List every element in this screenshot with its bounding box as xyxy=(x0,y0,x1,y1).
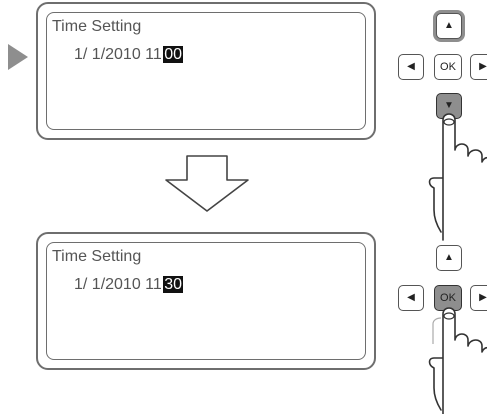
lcd-display-step-2: Time Setting 1/ 1/2010 11:30 xyxy=(36,232,376,370)
right-key[interactable]: ▶ xyxy=(470,285,487,311)
step-pointer-icon xyxy=(8,44,28,70)
lcd-inner-frame xyxy=(46,242,366,360)
up-key[interactable]: ▲ xyxy=(436,13,462,39)
triangle-left-icon: ◀ xyxy=(407,292,415,303)
left-key[interactable]: ◀ xyxy=(398,285,424,311)
lcd-title: Time Setting xyxy=(52,18,142,35)
lcd-inner-frame xyxy=(46,12,366,130)
lcd-datetime-value: 1/ 1/2010 11:30 xyxy=(74,276,184,294)
hand-pointer-icon xyxy=(428,113,487,241)
up-key[interactable]: ▲ xyxy=(436,245,462,271)
triangle-up-icon: ▲ xyxy=(444,252,454,263)
triangle-down-icon: ▼ xyxy=(444,100,454,111)
triangle-right-icon: ▶ xyxy=(479,61,487,72)
lcd-title: Time Setting xyxy=(52,248,142,265)
ok-key[interactable]: OK xyxy=(434,54,462,80)
right-key[interactable]: ▶ xyxy=(470,54,487,80)
ok-label: OK xyxy=(440,292,456,304)
datetime-text: 1/ 1/2010 11: xyxy=(74,276,167,293)
ok-label: OK xyxy=(440,61,456,73)
ok-key-pressed[interactable]: OK xyxy=(434,285,462,311)
triangle-left-icon: ◀ xyxy=(407,61,415,72)
triangle-up-icon: ▲ xyxy=(444,20,454,31)
lcd-display-step-1: Time Setting 1/ 1/2010 11:00 xyxy=(36,2,376,140)
triangle-right-icon: ▶ xyxy=(479,292,487,303)
left-key[interactable]: ◀ xyxy=(398,54,424,80)
arrow-down-outline-icon xyxy=(165,155,249,212)
lcd-datetime-value: 1/ 1/2010 11:00 xyxy=(74,46,184,64)
selected-minutes-field: 00 xyxy=(163,46,184,63)
selected-minutes-field: 30 xyxy=(163,276,184,293)
datetime-text: 1/ 1/2010 11: xyxy=(74,46,167,63)
hand-pointer-icon xyxy=(428,307,487,414)
